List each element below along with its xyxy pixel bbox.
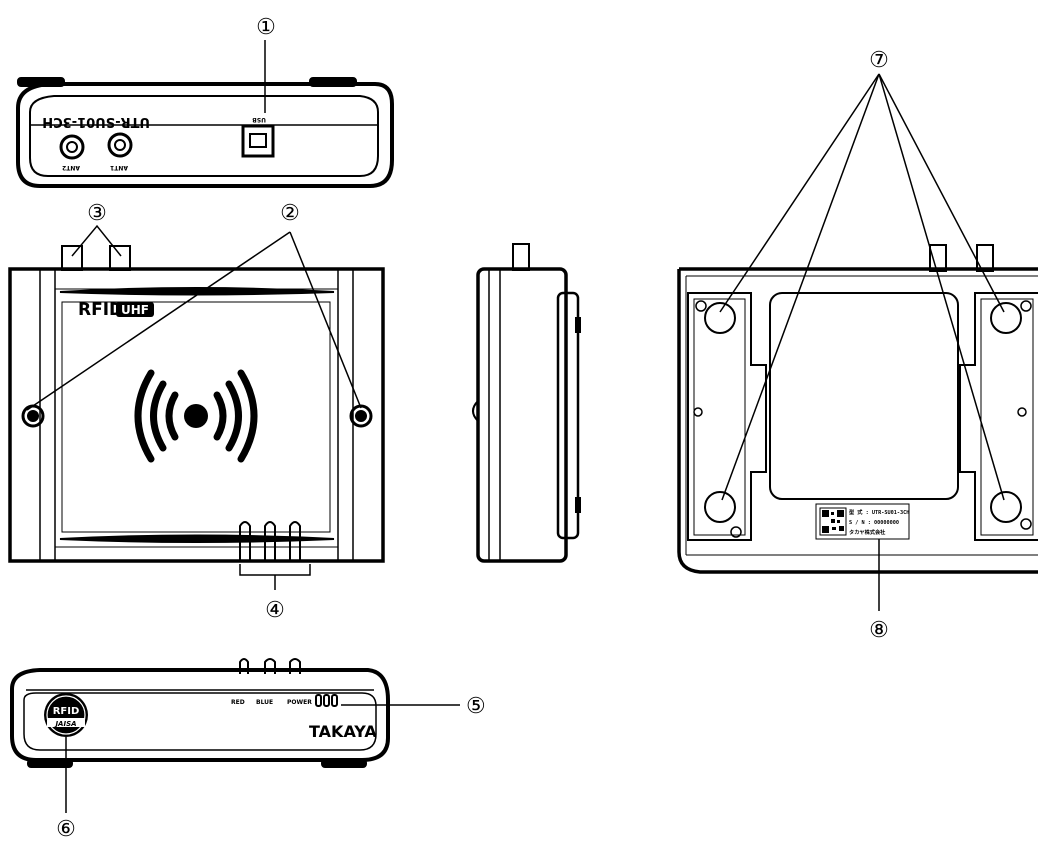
- callout-7-leader-d: [878, 73, 1005, 501]
- callout-6: ⑥: [56, 817, 76, 841]
- label-line-3: タカヤ株式会社: [849, 528, 886, 536]
- callout-3: ③: [87, 201, 107, 226]
- brand-logo: TAKAYA: [309, 722, 377, 741]
- top-uhf-text: UHF: [121, 303, 149, 317]
- callout-5: ⑤: [466, 694, 486, 719]
- callout-7-leader-c: [878, 73, 1005, 313]
- front-view: [10, 658, 390, 768]
- led-red-label: RED: [231, 699, 245, 706]
- callout-2-leader-a: [26, 231, 291, 411]
- callout-7: ⑦: [869, 48, 889, 73]
- top-rfid-text: RFID: [78, 300, 123, 320]
- rfid-jaisa-badge: [44, 693, 88, 737]
- led-blue-label: BLUE: [256, 699, 273, 706]
- callout-2: ②: [280, 201, 300, 226]
- callout-4-bracket: [239, 564, 311, 590]
- callout-7-leader-a: [719, 73, 880, 313]
- callout-2-leader-b: [289, 231, 362, 409]
- product-label: [815, 503, 910, 540]
- callout-3-leader: [71, 224, 122, 257]
- usb-port-icon: [241, 124, 275, 158]
- back-usb-label: USB: [252, 116, 266, 123]
- top-view: [8, 245, 385, 563]
- back-ant2-label: ANT2: [62, 164, 80, 171]
- back-ant1-label: ANT1: [110, 164, 128, 171]
- badge-jaisa-text: JAISA: [53, 720, 76, 728]
- label-line-2: S / N : 00000000: [849, 520, 899, 526]
- antenna-connector-icon: [59, 132, 133, 160]
- uhf-badge: [116, 302, 154, 317]
- callout-1: ①: [256, 15, 276, 40]
- callout-8: ⑧: [869, 618, 889, 643]
- label-line-1: 型 式 : UTR-SU01-3CH: [849, 508, 909, 516]
- led-power-label: POWER: [287, 699, 312, 706]
- callout-4: ④: [265, 598, 285, 623]
- back-model-text: UTR-SU01-3CH: [42, 114, 150, 129]
- side-view: [472, 243, 581, 563]
- wireless-signal-icon: [134, 369, 258, 463]
- back-view: [16, 77, 394, 188]
- callout-7-leader-b: [721, 73, 880, 501]
- badge-rfid-text: RFID: [53, 706, 80, 717]
- qr-code-icon: [819, 507, 847, 536]
